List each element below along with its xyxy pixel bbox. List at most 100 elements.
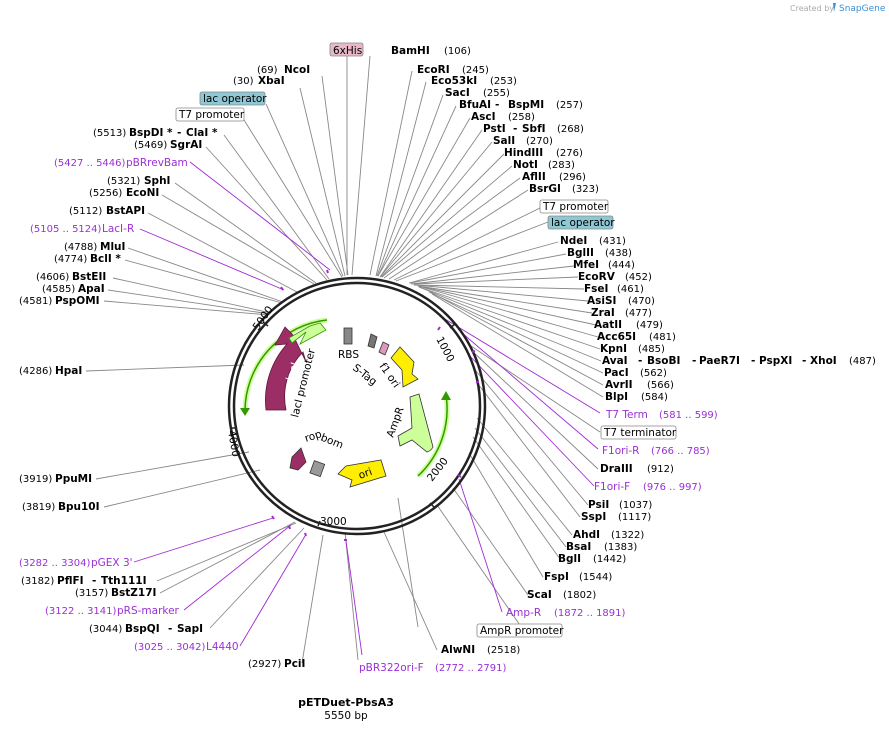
bom-label: bom	[319, 432, 345, 452]
svg-text:(976 .. 997): (976 .. 997)	[643, 482, 702, 493]
svg-text:(477): (477)	[625, 308, 652, 319]
svg-text:BfuAI: BfuAI	[459, 99, 491, 111]
site-asisi: AsiSI(470)	[587, 295, 655, 307]
svg-text:LacI-R: LacI-R	[102, 223, 134, 235]
svg-text:(4581): (4581)	[19, 296, 52, 307]
site-blpi: BlpI(584)	[605, 391, 668, 403]
svg-text:MluI: MluI	[100, 241, 125, 253]
svg-text:(3919): (3919)	[19, 474, 52, 485]
laci-promoter-arrow	[288, 322, 327, 345]
site-aatii: AatII (479)	[594, 319, 663, 331]
primer-prs-marker: (3122 .. 3141)pRS-marker	[45, 605, 180, 617]
ori-label: ori	[357, 466, 374, 482]
svg-text:(3157): (3157)	[75, 588, 108, 599]
svg-text:BstAPI: BstAPI	[106, 205, 145, 217]
ampr-outer-arc-line	[417, 394, 448, 477]
rbs-label: RBS	[338, 349, 359, 361]
svg-text:Acc65I: Acc65I	[597, 331, 636, 343]
site-sgrai: (5469)SgrAI	[134, 139, 202, 151]
backbone-inner	[232, 281, 482, 531]
svg-text:ClaI *: ClaI *	[186, 127, 218, 139]
svg-text:(4585): (4585)	[42, 284, 75, 295]
svg-text:PspOMI: PspOMI	[55, 295, 100, 307]
tag-t7-promoter-1: T7 promoter	[175, 107, 245, 122]
site-bspqi: (3044)BspQI-SapI	[89, 623, 203, 635]
svg-text:PspXI: PspXI	[759, 355, 792, 367]
svg-text:BsaI: BsaI	[566, 541, 591, 553]
tick-1000: 1000	[433, 335, 456, 364]
svg-text:PpuMI: PpuMI	[55, 473, 92, 485]
svg-text:lac operator: lac operator	[203, 93, 267, 105]
svg-text:T7 Term: T7 Term	[605, 409, 648, 421]
site-draiii: DraIII(912)	[600, 463, 674, 475]
svg-text:ApaI: ApaI	[78, 283, 105, 295]
svg-text:BspDI *: BspDI *	[129, 127, 173, 139]
site-leader-lines	[85, 55, 604, 664]
svg-text:AatII: AatII	[594, 319, 622, 331]
svg-text:(1872 .. 1891): (1872 .. 1891)	[554, 608, 626, 619]
tag-ampr-promoter: AmpR promoter	[476, 623, 564, 638]
site-bsteii: (4606)BstEII	[36, 271, 106, 283]
svg-text:BglI: BglI	[558, 553, 581, 565]
site-paci: PacI(562)	[604, 367, 667, 379]
svg-text:(5513): (5513)	[93, 128, 126, 139]
site-xbai: (30)XbaI	[233, 75, 285, 87]
svg-text:(566): (566)	[647, 380, 674, 391]
svg-text:FspI: FspI	[544, 571, 569, 583]
svg-text:(3122 .. 3141): (3122 .. 3141)	[45, 606, 117, 617]
site-psii: PsiI(1037)	[588, 499, 652, 511]
svg-text:(4788): (4788)	[64, 242, 97, 253]
stag-feature	[367, 333, 378, 349]
site-mfei: MfeI(444)	[573, 259, 635, 271]
svg-text:Amp-R: Amp-R	[506, 607, 541, 619]
svg-text:(4286): (4286)	[19, 366, 52, 377]
plasmid-name: pETDuet-PbsA3	[298, 696, 394, 709]
svg-text:(479): (479)	[636, 320, 663, 331]
site-bstz17i: (3157)BstZ17I	[75, 587, 156, 599]
snapgene-logo-icon	[833, 3, 836, 12]
primer-leader-lines	[133, 161, 601, 656]
site-saci: SacI(255)	[445, 87, 510, 99]
site-avai: AvaI -BsoBI -PaeR7I -PspXI -XhoI (487)	[602, 355, 876, 367]
plasmid-size: 5550 bp	[324, 710, 368, 722]
svg-text:-: -	[802, 355, 806, 367]
svg-text:PstI: PstI	[483, 123, 506, 135]
svg-text:EcoNI: EcoNI	[126, 187, 159, 199]
tag-t7-promoter-2: T7 promoter	[539, 199, 609, 214]
svg-text:-: -	[513, 123, 517, 135]
svg-text:(487): (487)	[849, 356, 876, 367]
site-bfuai: BfuAI-BspMI(257)	[459, 99, 583, 111]
primer-f1ori-f: F1ori-F(976 .. 997)	[594, 481, 702, 493]
svg-text:(3044): (3044)	[89, 624, 122, 635]
svg-text:HpaI: HpaI	[55, 365, 82, 377]
svg-text:NcoI: NcoI	[284, 64, 310, 76]
site-fsei: FseI(461)	[584, 283, 644, 295]
bom-feature	[309, 460, 326, 478]
svg-text:(581 .. 599): (581 .. 599)	[659, 410, 718, 421]
site-eco53ki: Eco53kI(253)	[431, 75, 517, 87]
svg-text:BclI *: BclI *	[90, 253, 121, 265]
svg-text:(257): (257)	[556, 100, 583, 111]
svg-text:SacI: SacI	[445, 87, 470, 99]
primer-amp-r: Amp-R (1872 .. 1891)	[506, 607, 626, 619]
site-asci: AscI(258)	[471, 111, 535, 123]
svg-text:(584): (584)	[641, 392, 668, 403]
svg-text:BsoBI: BsoBI	[647, 355, 680, 367]
site-bamhi: BamHI(106)	[391, 45, 471, 57]
backbone-outer	[227, 276, 487, 536]
site-bspdi: (5513)BspDI *-ClaI *	[93, 127, 218, 139]
svg-text:(276): (276)	[556, 148, 583, 159]
primer-pgex3: (3282 .. 3304)pGEX 3'	[19, 557, 133, 569]
svg-text:(5256): (5256)	[89, 188, 122, 199]
svg-text:MfeI: MfeI	[573, 259, 599, 271]
svg-text:AvaI: AvaI	[602, 355, 628, 367]
site-scai: ScaI(1802)	[527, 589, 596, 601]
svg-text:(270): (270)	[526, 136, 553, 147]
scale-ticks	[230, 321, 456, 527]
svg-text:T7 promoter: T7 promoter	[542, 201, 609, 213]
rop-label: rop	[303, 428, 323, 445]
ring-marks	[271, 269, 479, 541]
svg-text:PflFI: PflFI	[57, 575, 84, 587]
svg-text:(2772 .. 2791): (2772 .. 2791)	[435, 663, 507, 674]
svg-text:AflII: AflII	[522, 171, 546, 183]
